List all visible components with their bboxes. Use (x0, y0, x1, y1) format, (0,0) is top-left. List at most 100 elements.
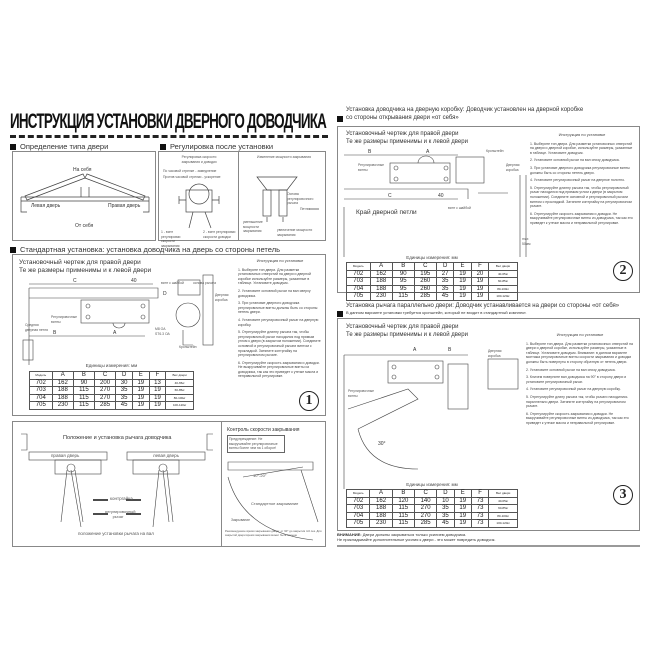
screw-label: винт с шайбой (161, 281, 184, 285)
table-header-cell: C (413, 489, 438, 498)
parallel-panel: Установочный чертеж для правой двери Те … (337, 318, 640, 531)
svg-text:40: 40 (438, 193, 444, 199)
table-cell: 260 (413, 277, 437, 286)
table-cell: 19 (453, 284, 472, 293)
table-cell: 73 (470, 511, 490, 520)
frame-label: Дверная коробка (488, 349, 502, 358)
table-cell: 73 (470, 519, 490, 528)
table-cell: 10 (436, 496, 455, 505)
table-header-cell: Модель (346, 262, 371, 271)
reg-screws-label: Регулировочные винты (358, 163, 385, 172)
table-header-cell: Вес двери (488, 262, 518, 271)
text: 6. Отрегулируйте скорость закрывания и д… (526, 411, 629, 425)
table-cell: 230 (369, 292, 393, 301)
text: Инструкция по установке (558, 132, 606, 137)
text: 4. Установите регулировочный рычаг на дв… (526, 387, 621, 392)
parallel-header-line1: Установка рычага параллельно двери: Дово… (346, 303, 620, 309)
table-cell: 230 (51, 401, 75, 410)
table-cell: 195 (413, 269, 437, 278)
warning-text: ВНИМАНИЕ: Двери должны закрываться тольк… (337, 532, 496, 542)
table-cell: 702 (345, 496, 371, 505)
table-header-cell: D (435, 262, 455, 271)
adjust-lever-label: регулировочный рычаг (105, 509, 136, 519)
table-header-cell: E (131, 371, 150, 380)
table-cell: 140 (413, 496, 438, 505)
frame-label: Дверная коробка (215, 293, 229, 302)
table-cell: 285 (93, 401, 117, 410)
units-label: Единицы измерения: мм (406, 255, 458, 260)
table-cell: 19 (453, 292, 472, 301)
table-header-cell: Вес двери (488, 489, 518, 498)
text: Двери должны закрываться только усилием … (362, 532, 467, 537)
table-cell: 115 (73, 386, 95, 395)
lever-panel: Положение и установка рычага доводчика п… (12, 421, 326, 547)
table-cell: 30 (115, 378, 133, 387)
locknut-label: контргайка (110, 496, 133, 501)
text: 3. При установке дверного доводчика регу… (238, 301, 318, 315)
svg-text:C: C (73, 278, 77, 284)
text: 2. Установите основной рычаг на вал сниз… (530, 158, 620, 163)
units-label: Единицы измерения: мм (406, 482, 458, 487)
table-cell: 200 (93, 378, 117, 387)
table-cell: 100-120кг (488, 519, 518, 528)
table-cell: 115 (73, 401, 95, 410)
table-cell: 13 (148, 378, 167, 387)
table-cell: 19 (453, 511, 472, 520)
table-cell: 285 (413, 519, 438, 528)
table-cell: 115 (391, 292, 415, 301)
screw-label: винт с шайбой (448, 206, 471, 210)
table-cell: 702 (346, 269, 371, 278)
table-cell: 45 (436, 519, 455, 528)
screw2-label: 2 - винт регулировки скорости доводки (203, 230, 236, 239)
away-label: От себя (75, 223, 94, 229)
bracket-label: Кронштейн (179, 345, 197, 349)
table-cell: 90 (391, 269, 415, 278)
step-number-3: 3 (613, 485, 633, 505)
frame-instructions: Инструкция по установке 1. Выберите тип … (530, 132, 634, 229)
table-cell: 115 (391, 519, 415, 528)
hinge-label: Средняя дверная петля (25, 323, 48, 332)
table-cell: 705 (345, 519, 371, 528)
table-cell: 73 (470, 504, 490, 513)
table-cell: 35 (436, 504, 455, 513)
table-header-cell: C (93, 371, 117, 380)
divider (238, 152, 239, 240)
text: 6. Отрегулируйте скорость закрывания и д… (238, 360, 320, 379)
text: Инструкция по установке (556, 332, 604, 337)
drawing-subtitle: Те же размеры применимы и к левой двери (346, 139, 468, 145)
table-header-cell: F (470, 262, 490, 271)
table-cell: 19 (470, 292, 490, 301)
svg-text:C: C (388, 193, 392, 199)
table-cell: 270 (413, 511, 438, 520)
table-cell: 35 (435, 277, 455, 286)
svg-text:B: B (448, 347, 452, 353)
table-header-cell: F (148, 371, 167, 380)
drawing-title: Установочный чертеж для правой двери (346, 324, 459, 330)
table-cell: 19 (131, 401, 150, 410)
table-cell: 35 (115, 386, 133, 395)
standard-header: Стандартная установка: установка доводчи… (10, 245, 280, 254)
door-type-header: Определение типа двери (10, 142, 108, 151)
shaft-position-label: положение установки рычага на вал (78, 531, 154, 536)
text: 1. Выберите тип двери. Для разметки уста… (526, 341, 633, 364)
table-cell: 120 (391, 496, 415, 505)
table-cell: 60-85кг (488, 277, 518, 286)
table-cell: 705 (346, 292, 371, 301)
parallel-instructions: Инструкция по установке 1. Выберите тип … (526, 332, 634, 429)
bracket-label: Кронштейн (486, 149, 504, 153)
svg-text:A: A (113, 330, 117, 336)
table-cell: 704 (346, 284, 371, 293)
table-cell: 95 (391, 277, 415, 286)
table-header-cell: C (413, 262, 437, 271)
drawing-title: Установочный чертеж для правой двери (19, 259, 141, 266)
text: 5. Отрегулируйте длину рычага так, чтобы… (526, 394, 628, 409)
